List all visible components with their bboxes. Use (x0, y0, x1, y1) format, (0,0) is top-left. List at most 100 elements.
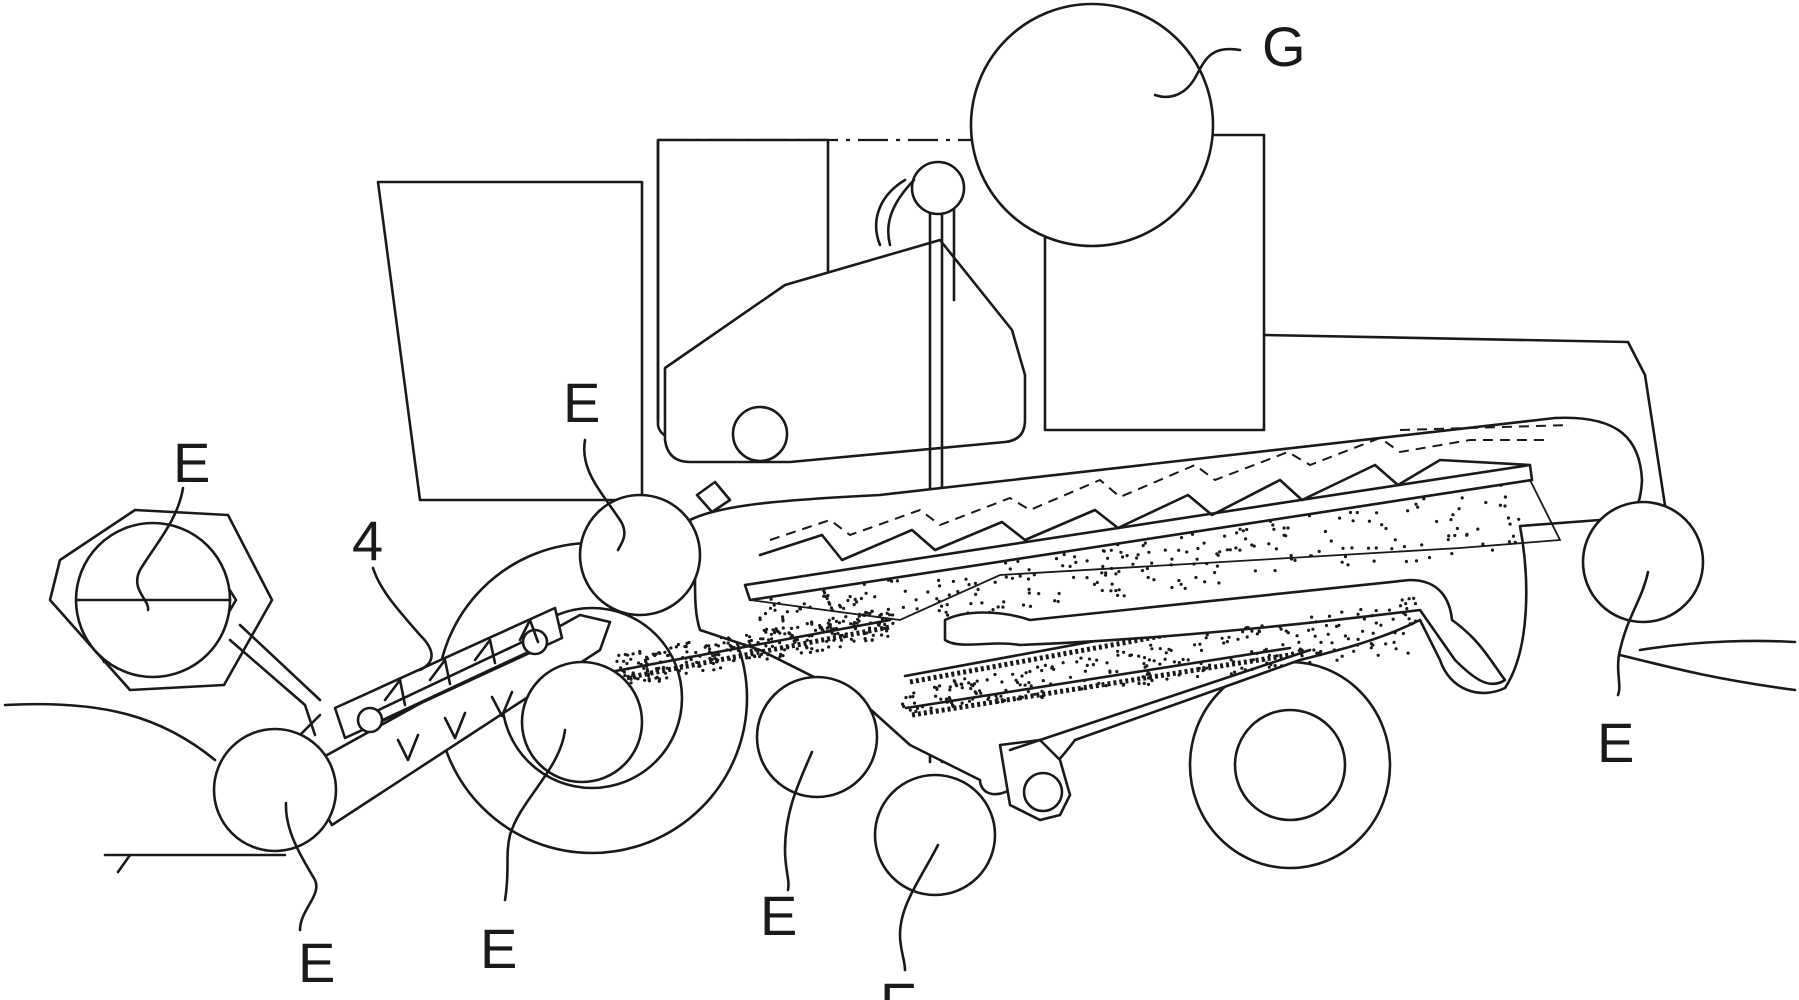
stipple-dot (629, 677, 633, 681)
stipple-dot (1255, 651, 1259, 656)
stipple-dot (1172, 660, 1176, 664)
stipple-dot (1362, 617, 1366, 621)
stipple-dot (1222, 641, 1226, 645)
stipple-dot (1208, 663, 1212, 667)
stipple-dot (963, 677, 967, 681)
stipple-dot (769, 632, 774, 636)
stipple-dot (1165, 677, 1169, 681)
stipple-dot (1379, 623, 1383, 627)
stipple-dot (1367, 519, 1371, 523)
stipple-dot (1179, 582, 1183, 586)
stipple-dot (1346, 637, 1350, 641)
stipple-dot (1315, 651, 1319, 655)
stipple-dot (852, 624, 856, 628)
stipple-dot (1465, 533, 1469, 537)
stipple-dot (1085, 559, 1089, 563)
stipple-dot (1020, 695, 1024, 699)
stipple-dot (1142, 656, 1147, 660)
stipple-dot (1122, 650, 1126, 654)
stipple-dot (1290, 651, 1295, 655)
stipple-dot (820, 648, 825, 652)
stipple-dot (658, 651, 662, 656)
stipple-dot (1128, 653, 1132, 658)
stipple-dot (1450, 552, 1454, 556)
stipple-dot (960, 682, 964, 687)
stipple-dot (1406, 509, 1410, 513)
stipple-dot (1241, 529, 1245, 533)
stipple-dot (1241, 630, 1245, 634)
stipple-dot (1455, 526, 1459, 531)
stipple-dot (1108, 670, 1112, 675)
stipple-dot (737, 645, 741, 649)
stipple-dot (1037, 592, 1041, 596)
stipple-dot (1391, 617, 1395, 621)
stipple-dot (1290, 557, 1294, 561)
stipple-dot (1317, 549, 1321, 554)
stipple-dot (1087, 657, 1092, 661)
stipple-dot (1413, 602, 1418, 606)
stipple-dot (772, 603, 776, 607)
stipple-dot (1481, 542, 1485, 546)
stipple-dot (829, 627, 833, 631)
stipple-dot (1197, 666, 1201, 671)
stipple-dot (1280, 664, 1284, 668)
stipple-dot (1114, 572, 1118, 576)
stipple-dot (1508, 522, 1512, 526)
stipple-dot (1404, 559, 1408, 564)
stipple-dot (841, 619, 846, 623)
stipple-dot (1116, 593, 1120, 598)
stipple-dot (748, 635, 752, 639)
stipple-dot (1146, 669, 1150, 674)
stipple-dot (717, 653, 721, 657)
stipple-dot (1195, 557, 1199, 561)
stipple-dot (1253, 569, 1257, 573)
stipple-dot (1102, 549, 1106, 553)
separator-body (608, 416, 1644, 822)
stipple-dot (1146, 682, 1151, 687)
stipple-dot (1499, 483, 1503, 487)
stipple-dot (756, 641, 760, 645)
stipple-dot (1272, 527, 1276, 531)
stipple-dot (1300, 654, 1304, 658)
stipple-dot (994, 694, 998, 698)
stipple-dot (707, 650, 712, 654)
label-e-front-lower: E (298, 931, 335, 994)
stipple-dot (719, 666, 723, 670)
stipple-dot (903, 589, 907, 593)
stipple-dot (1049, 682, 1053, 686)
stipple-dot (622, 659, 626, 663)
stipple-dot (1115, 670, 1119, 674)
stipple-dot (684, 660, 689, 664)
circle-e-feeder-top (578, 493, 702, 617)
stipple-dot (1146, 575, 1150, 580)
stipple-dot (1125, 554, 1129, 558)
stipple-dot (1267, 653, 1272, 657)
stipple-dot (654, 676, 658, 680)
stipple-dot (862, 632, 867, 636)
stipple-dot (1032, 573, 1036, 577)
stipple-dot (1106, 556, 1110, 560)
stipple-dot (781, 615, 785, 619)
stipple-dot (967, 699, 972, 703)
stipple-dot (818, 623, 822, 628)
stipple-dot (1341, 546, 1345, 550)
stipple-dot (778, 631, 782, 635)
stipple-dot (1374, 546, 1378, 550)
stipple-dot (1092, 582, 1097, 587)
stipple-dot (1147, 658, 1151, 662)
stipple-dot (1169, 563, 1173, 567)
stipple-dot (1356, 637, 1360, 642)
stipple-dot (828, 602, 832, 606)
stipple-dot (901, 702, 905, 706)
stipple-dot (661, 665, 666, 670)
stipple-dot (840, 633, 844, 637)
stipple-dot (1293, 558, 1297, 563)
stipple-dot (1297, 649, 1301, 653)
stipple-dot (937, 609, 941, 613)
stipple-dot (629, 657, 633, 661)
stipple-dot (1335, 658, 1339, 662)
stipple-dot (1021, 603, 1026, 607)
stipple-dot (1401, 631, 1405, 636)
stipple-dot (971, 697, 975, 701)
stipple-dot (926, 590, 930, 594)
